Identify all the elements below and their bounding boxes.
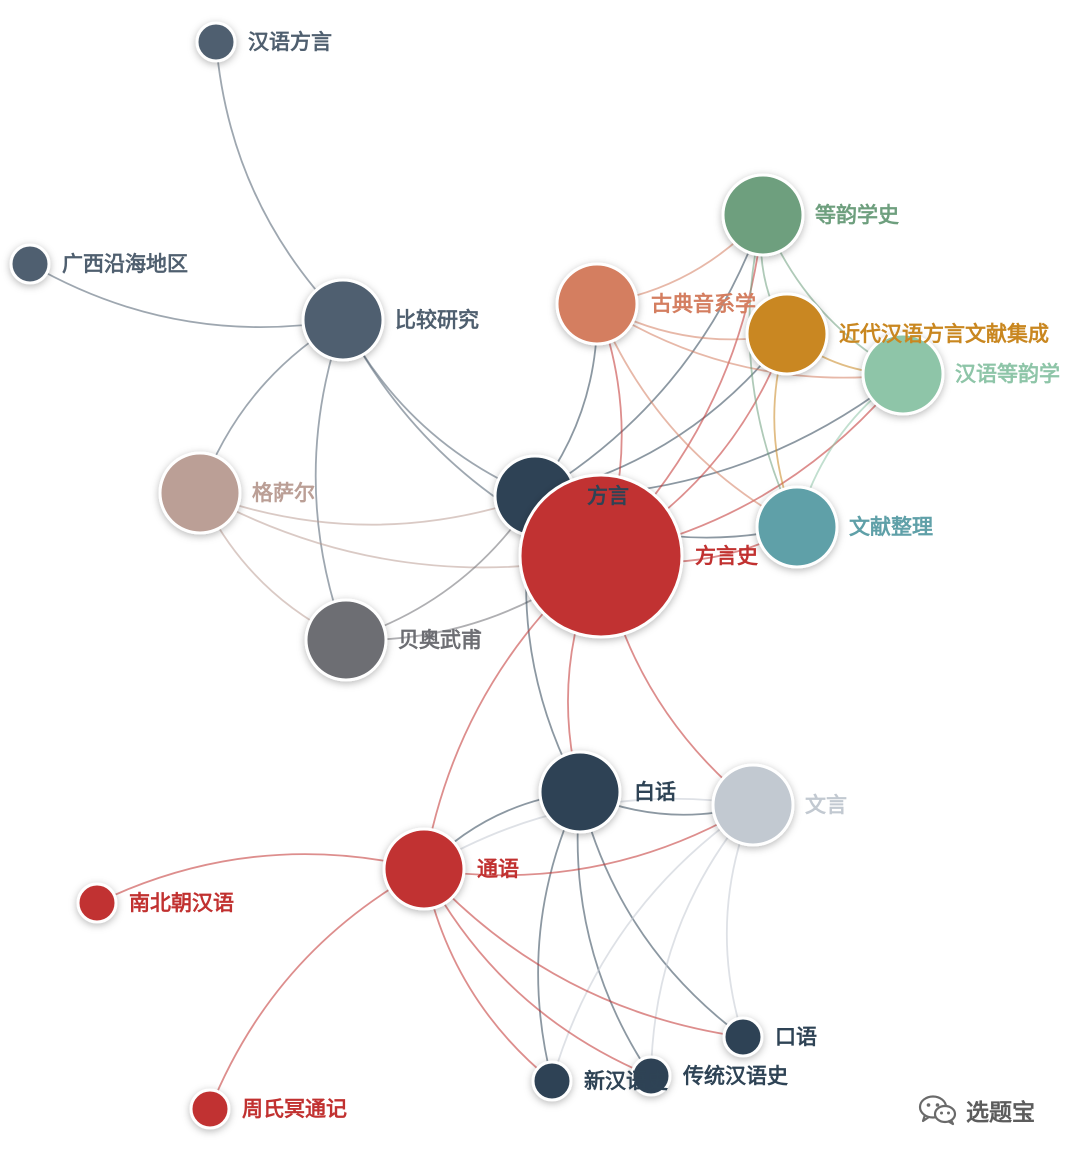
node-hanyudengyun[interactable] bbox=[861, 332, 945, 416]
node-label-kouyu: 口语 bbox=[775, 1025, 817, 1049]
node-bijiao[interactable] bbox=[301, 278, 385, 362]
wechat-icon bbox=[918, 1094, 958, 1126]
node-kouyu[interactable] bbox=[722, 1016, 764, 1058]
edge-baihua-kouyu bbox=[579, 791, 744, 1038]
node-label-dengyunxueshi: 等韵学史 bbox=[815, 203, 900, 227]
edge-dengyunxueshi-wenxian bbox=[748, 214, 798, 528]
node-wenxian[interactable] bbox=[755, 485, 839, 569]
node-zhoushi[interactable] bbox=[189, 1088, 231, 1130]
edge-wenyan-xinhan bbox=[551, 804, 754, 1082]
node-label-xinhan: 新汉语史 bbox=[584, 1069, 669, 1093]
node-gudian[interactable] bbox=[555, 262, 639, 346]
node-xinhan[interactable] bbox=[531, 1060, 573, 1102]
node-beiao[interactable] bbox=[304, 598, 388, 682]
edge-baihua-chuantong bbox=[576, 791, 652, 1077]
edge-guangxi-bijiao bbox=[29, 263, 344, 329]
nodes-layer bbox=[9, 21, 945, 1130]
node-label-zhoushi: 周氏冥通记 bbox=[242, 1097, 347, 1121]
node-label-wenyan: 文言 bbox=[805, 793, 847, 817]
edge-tongyu-kouyu bbox=[423, 868, 744, 1038]
node-fangyanshi[interactable] bbox=[518, 473, 684, 639]
edge-tongyu-wenyan bbox=[423, 804, 754, 877]
edge-fangyan-dengyunxueshi bbox=[534, 214, 764, 497]
node-label-bijiao: 比较研究 bbox=[395, 308, 479, 332]
node-label-jindai: 近代汉语方言文献集成 bbox=[839, 322, 1049, 346]
edge-tongyu-nanbeichao bbox=[96, 853, 425, 904]
node-label-guangxi: 广西沿海地区 bbox=[62, 252, 188, 276]
node-hanyu_fangyan[interactable] bbox=[195, 21, 237, 63]
node-label-gesaer: 格萨尔 bbox=[252, 481, 315, 505]
node-dengyunxueshi[interactable] bbox=[721, 173, 805, 257]
node-label-fangyan: 方言 bbox=[587, 484, 629, 508]
node-label-wenxian: 文献整理 bbox=[849, 515, 933, 539]
watermark-text: 选题宝 bbox=[966, 1100, 1035, 1126]
edge-tongyu-zhoushi bbox=[209, 868, 425, 1110]
node-tongyu[interactable] bbox=[382, 827, 466, 911]
edge-gudian-hanyudengyun bbox=[596, 303, 904, 379]
node-label-baihua: 白话 bbox=[634, 780, 676, 804]
node-gesaer[interactable] bbox=[158, 451, 242, 535]
node-label-gudian: 古典音系学 bbox=[651, 292, 756, 316]
node-jindai[interactable] bbox=[745, 292, 829, 376]
edge-bijiao-beiao bbox=[314, 319, 347, 641]
node-guangxi[interactable] bbox=[9, 243, 51, 285]
node-label-hanyu_fangyan: 汉语方言 bbox=[248, 30, 332, 54]
node-wenyan[interactable] bbox=[711, 763, 795, 847]
node-baihua[interactable] bbox=[538, 750, 622, 834]
watermark: 选题宝 bbox=[918, 1093, 1035, 1127]
node-label-beiao: 贝奥武甫 bbox=[398, 628, 482, 652]
node-label-tongyu: 通语 bbox=[477, 857, 519, 881]
edge-baihua-xinhan bbox=[537, 791, 581, 1082]
edge-hanyu_fangyan-bijiao bbox=[215, 41, 344, 321]
node-label-chuantong: 传统汉语史 bbox=[682, 1064, 789, 1088]
node-label-nanbeichao: 南北朝汉语 bbox=[129, 891, 234, 915]
node-label-hanyudengyun: 汉语等韵学 bbox=[955, 362, 1060, 386]
node-label-fangyanshi: 方言史 bbox=[695, 544, 759, 568]
edge-gesaer-fangyan bbox=[199, 492, 536, 526]
node-nanbeichao[interactable] bbox=[76, 882, 118, 924]
node-chuantong[interactable] bbox=[630, 1055, 672, 1097]
edge-tongyu-chuantong bbox=[423, 868, 652, 1077]
